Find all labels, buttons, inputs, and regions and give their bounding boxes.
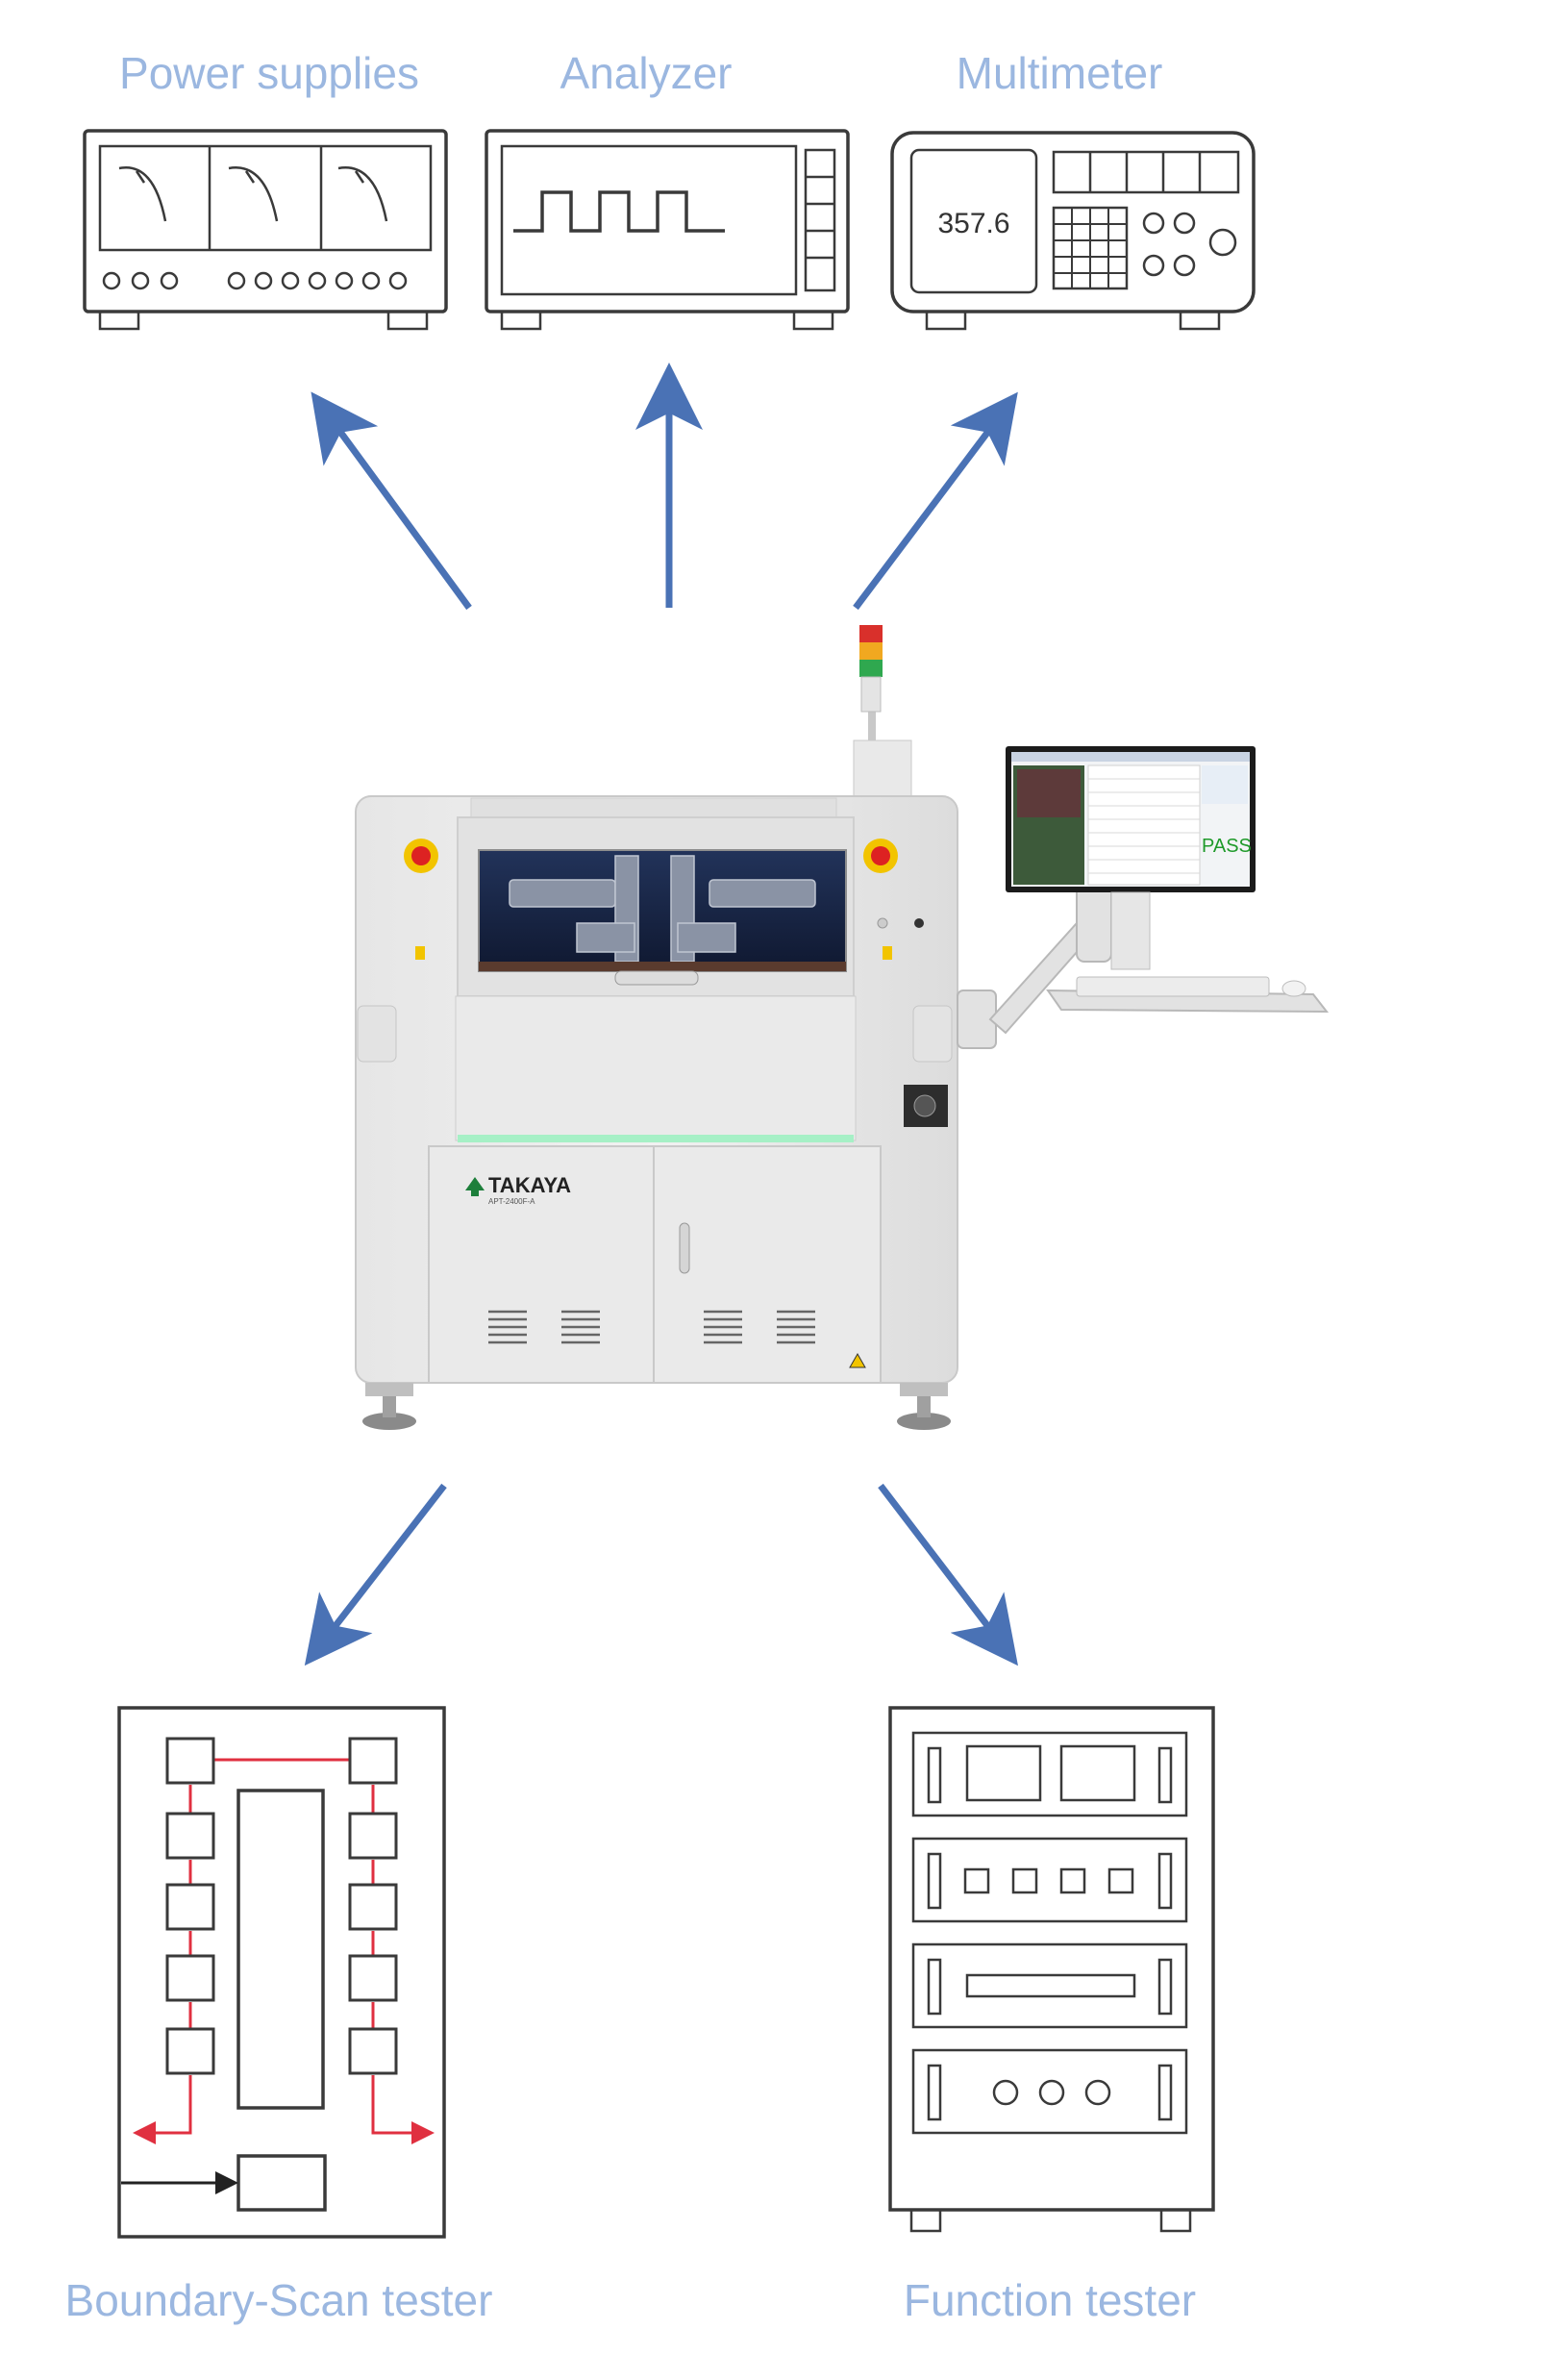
analyzer-icon [485,129,850,331]
boundary-scan-tester-icon [117,1706,446,2239]
takaya-logo: TAKAYA APT-2400F-A [465,1173,571,1206]
power-supply-icon [83,129,448,331]
arrow-to-function-tester [878,1483,1018,1666]
analyzer-label: Analyzer [560,48,733,98]
arrow-to-boundary-scan [304,1483,447,1666]
pass-status: PASS [1202,836,1252,857]
model-name: APT-2400F-A [488,1197,535,1206]
function-tester-icon [888,1706,1215,2233]
power-supplies-label: Power supplies [119,48,419,98]
boundary-scan-tester-label: Boundary-Scan tester [65,2275,493,2325]
multimeter-reading: 357.6 [937,208,1009,239]
vents [488,1310,815,1344]
signal-tower [853,625,912,809]
arrow-to-power-supplies [311,391,472,611]
arrows [304,363,1018,1666]
flying-probe-tester: TAKAYA APT-2400F-A [355,625,1330,1430]
brand-name: TAKAYA [488,1173,571,1197]
arrow-to-multimeter [853,391,1018,611]
function-tester-label: Function tester [904,2275,1196,2325]
multimeter-label: Multimeter [957,48,1163,98]
multimeter-icon: 357.6 [890,131,1256,331]
monitor: PASS [1006,746,1256,970]
